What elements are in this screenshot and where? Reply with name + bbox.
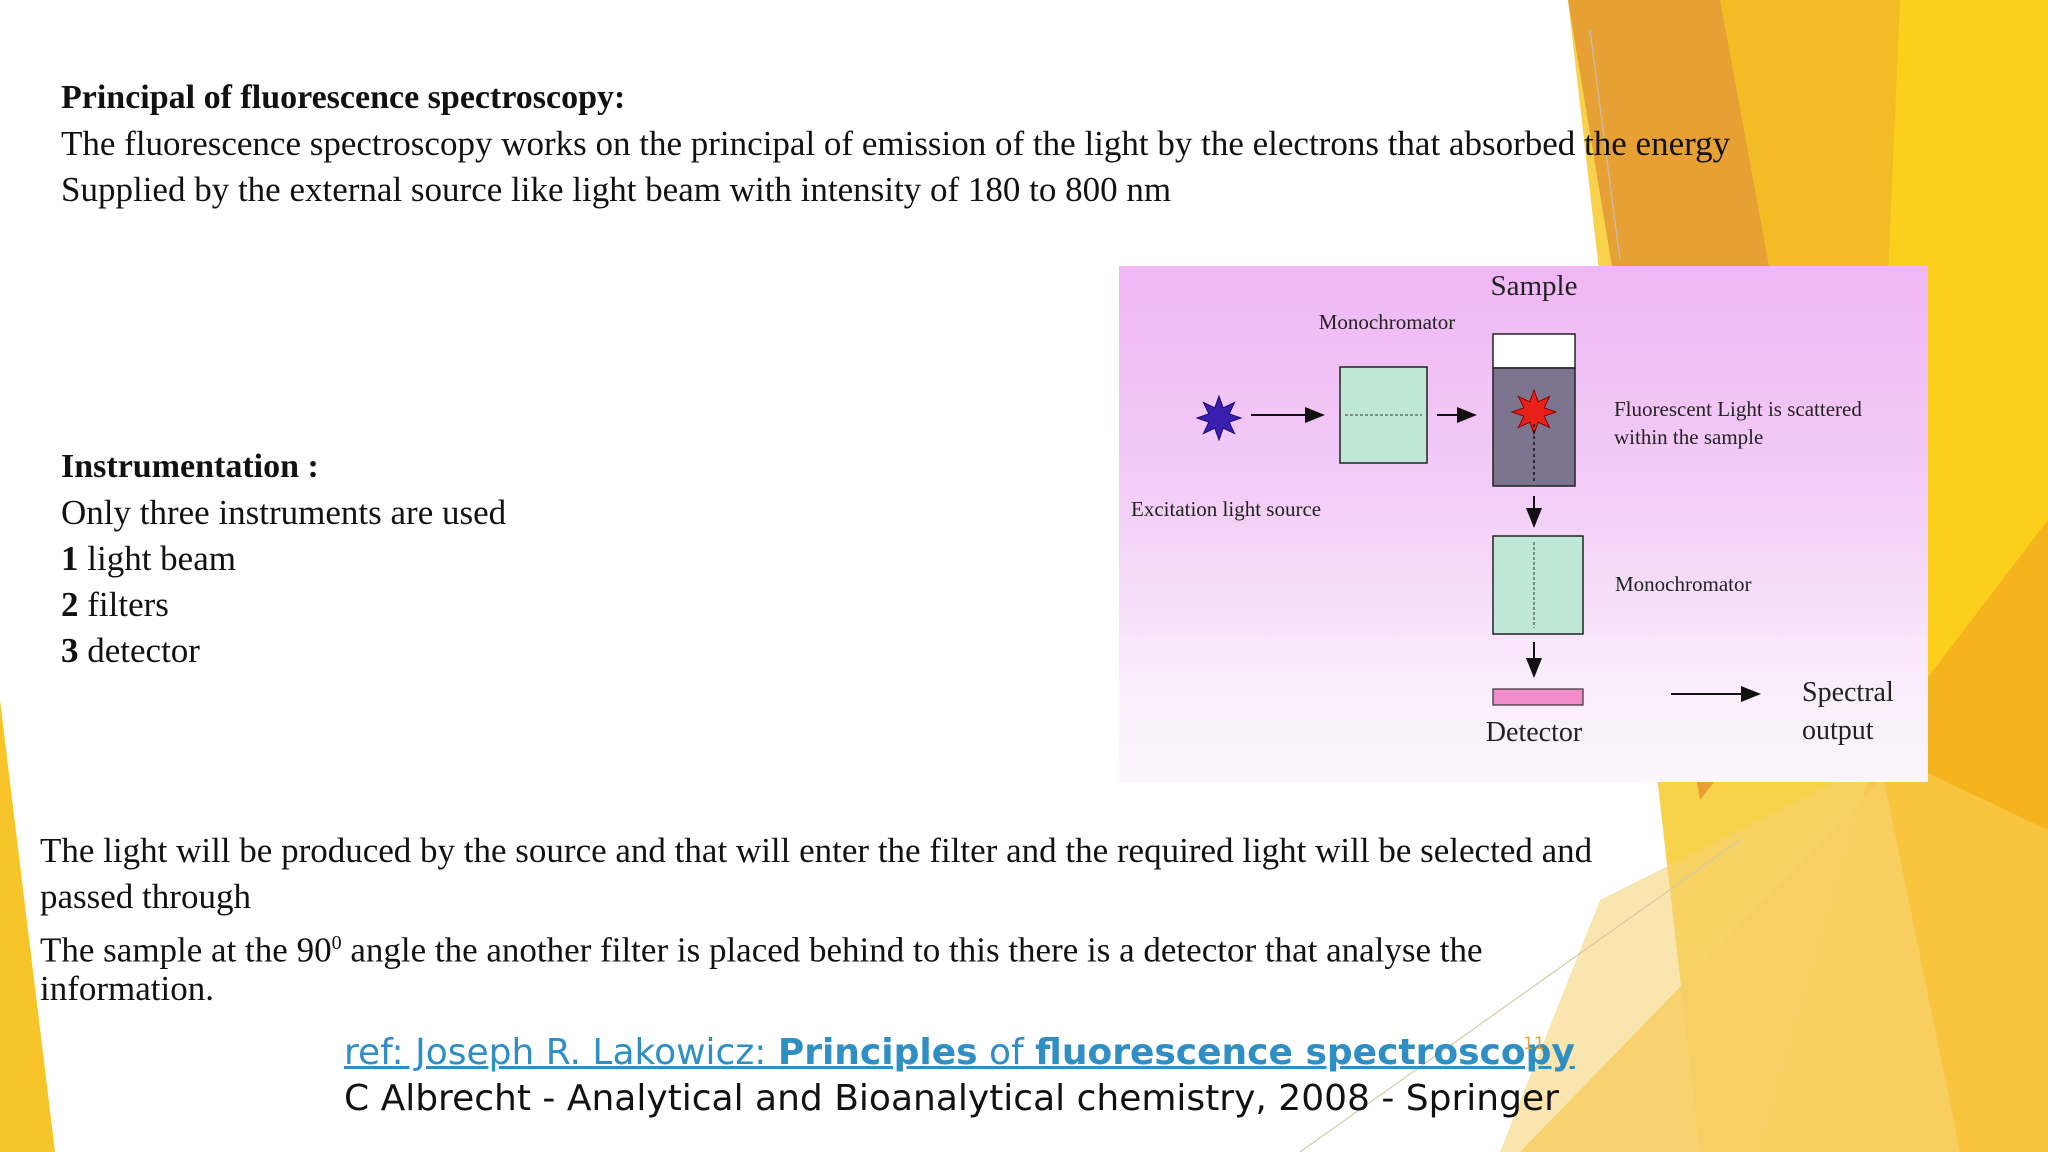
list-number: 2	[61, 585, 79, 624]
section-heading: Principal of fluorescence spectroscopy:	[61, 79, 626, 116]
list-item: 3 detector	[61, 628, 200, 674]
reference-link[interactable]: ref: Joseph R. Lakowicz: Principles of f…	[344, 1032, 1575, 1073]
reference-title-rest: fluorescence spectroscopy	[1035, 1032, 1575, 1073]
sample-cuvette-top	[1492, 333, 1576, 369]
spectral-label-line1: Spectral	[1802, 677, 1894, 708]
fluorescence-star-icon	[1510, 388, 1558, 436]
fluorescence-diagram: Sample Monochromator Fluorescent Light i…	[1119, 266, 1928, 782]
paragraph-line-2: passed through	[40, 877, 251, 916]
reference-word-principles: Principles	[777, 1032, 978, 1073]
degree-superscript: 0	[331, 932, 342, 954]
list-label: light beam	[78, 539, 236, 578]
list-number: 3	[61, 631, 79, 670]
monochromator-right-label: Monochromator	[1615, 572, 1751, 596]
paragraph-line-4: information.	[40, 969, 214, 1008]
paragraph-line-3-end: angle the another filter is placed behin…	[341, 930, 1483, 970]
excitation-source-icon	[1195, 394, 1243, 442]
excitation-label: Excitation light source	[1131, 497, 1321, 521]
monochromator-1-box	[1339, 366, 1428, 464]
detector-bar	[1492, 688, 1584, 706]
reference-word-of: of	[977, 1032, 1036, 1073]
paragraph-line-1: The light will be produced by the source…	[40, 831, 1593, 870]
paragraph-line-3: The sample at the 900 angle the another …	[40, 920, 1483, 974]
reference-prefix: ref: Joseph R. Lakowicz:	[344, 1032, 778, 1073]
sample-label: Sample	[1491, 270, 1578, 302]
instrumentation-intro: Only three instruments are used	[61, 493, 507, 532]
diagram-svg: Sample Monochromator Fluorescent Light i…	[1131, 270, 1894, 748]
page-number: 11	[1523, 1034, 1545, 1054]
principle-line-1: The fluorescence spectroscopy works on t…	[61, 124, 1731, 163]
list-item: 1 light beam	[61, 536, 236, 582]
list-label: filters	[78, 585, 169, 624]
list-label: detector	[78, 631, 200, 670]
reference-line-2: C Albrecht - Analytical and Bioanalytica…	[344, 1078, 1559, 1119]
fluorescent-label-line2: within the sample	[1614, 425, 1763, 449]
monochromator-top-label: Monochromator	[1319, 310, 1455, 334]
list-number: 1	[61, 539, 79, 578]
principle-line-2: Supplied by the external source like lig…	[61, 170, 1172, 209]
detector-label: Detector	[1486, 717, 1583, 748]
paragraph-line-3-start: The sample at the 90	[40, 930, 332, 970]
list-item: 2 filters	[61, 582, 169, 628]
instrumentation-heading: Instrumentation :	[61, 448, 319, 485]
monochromator-2-box	[1492, 535, 1584, 635]
spectral-label-line2: output	[1802, 715, 1874, 746]
fluorescent-label-line1: Fluorescent Light is scattered	[1614, 397, 1862, 421]
